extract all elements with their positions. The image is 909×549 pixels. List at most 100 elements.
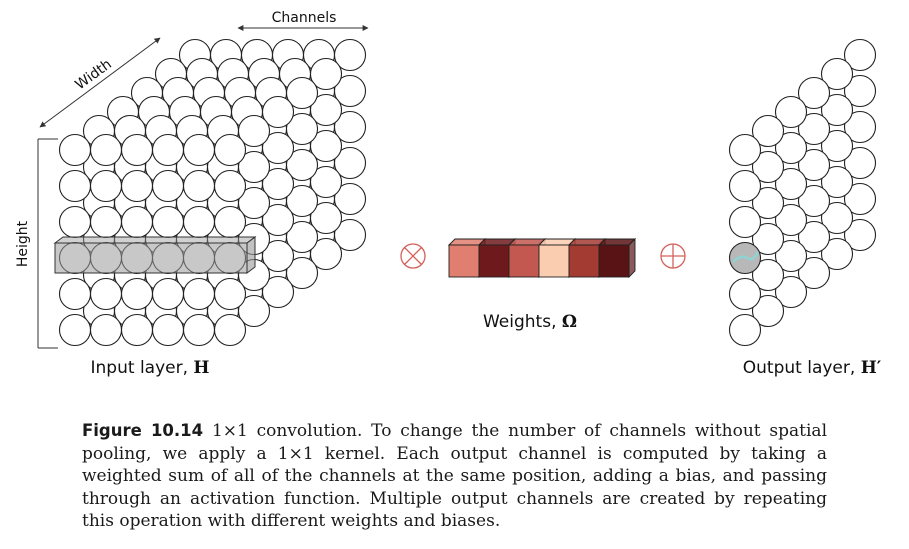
input-neuron bbox=[285, 148, 319, 182]
input-neuron bbox=[333, 218, 367, 252]
weights-kernel bbox=[447, 237, 637, 279]
input-neuron bbox=[285, 256, 319, 290]
input-neuron bbox=[237, 114, 271, 148]
input-neuron bbox=[120, 205, 154, 239]
input-neuron bbox=[309, 57, 343, 91]
output-neuron bbox=[774, 131, 808, 165]
output-neuron bbox=[797, 256, 831, 290]
input-neuron bbox=[58, 133, 92, 167]
input-neuron bbox=[89, 133, 123, 167]
input-neuron bbox=[285, 220, 319, 254]
width-arrow bbox=[39, 37, 161, 128]
input-neuron bbox=[261, 167, 295, 201]
output-neuron bbox=[820, 93, 854, 127]
output-neuron bbox=[728, 169, 762, 203]
output-neuron bbox=[797, 184, 831, 218]
input-highlight-top bbox=[53, 236, 257, 244]
output-neuron bbox=[843, 110, 877, 144]
input-neuron bbox=[151, 169, 185, 203]
output-neuron bbox=[774, 95, 808, 129]
output-neuron bbox=[751, 150, 785, 184]
output-neuron bbox=[728, 313, 762, 347]
input-neuron bbox=[309, 201, 343, 235]
input-neuron bbox=[261, 239, 295, 273]
input-neuron bbox=[309, 129, 343, 163]
output-neuron bbox=[820, 237, 854, 271]
input-neuron bbox=[213, 133, 247, 167]
output-neuron bbox=[843, 218, 877, 252]
input-layer-volume bbox=[58, 38, 367, 347]
input-neuron bbox=[261, 131, 295, 165]
input-highlight-side bbox=[246, 236, 256, 274]
output-neuron bbox=[820, 165, 854, 199]
input-neuron bbox=[120, 169, 154, 203]
input-neuron bbox=[89, 205, 123, 239]
input-neuron bbox=[285, 112, 319, 146]
weight-cell bbox=[597, 237, 637, 279]
output-neuron bbox=[751, 222, 785, 256]
input-neuron bbox=[89, 313, 123, 347]
input-neuron bbox=[120, 277, 154, 311]
output-neuron bbox=[797, 148, 831, 182]
input-neuron bbox=[58, 277, 92, 311]
add-operator bbox=[660, 243, 686, 269]
figure-number: Figure 10.14 bbox=[82, 421, 204, 440]
input-neuron bbox=[151, 133, 185, 167]
input-neuron bbox=[309, 165, 343, 199]
output-neuron bbox=[820, 201, 854, 235]
input-neuron bbox=[89, 277, 123, 311]
output-neuron bbox=[751, 258, 785, 292]
input-neuron bbox=[151, 313, 185, 347]
input-neuron bbox=[151, 277, 185, 311]
input-neuron bbox=[333, 74, 367, 108]
output-neuron bbox=[820, 57, 854, 91]
input-neuron bbox=[58, 313, 92, 347]
input-neuron bbox=[237, 150, 271, 184]
input-neuron bbox=[333, 38, 367, 72]
output-neuron bbox=[728, 205, 762, 239]
input-neuron bbox=[58, 169, 92, 203]
input-neuron bbox=[213, 205, 247, 239]
output-neuron bbox=[751, 114, 785, 148]
output-neuron bbox=[797, 220, 831, 254]
output-neuron-highlighted bbox=[728, 241, 762, 275]
input-neuron bbox=[58, 205, 92, 239]
input-neuron bbox=[333, 182, 367, 216]
input-neuron bbox=[182, 133, 216, 167]
input-neuron bbox=[261, 275, 295, 309]
output-neuron bbox=[843, 74, 877, 108]
input-highlight-column bbox=[54, 242, 248, 274]
output-neuron bbox=[728, 277, 762, 311]
output-layer-volume bbox=[728, 38, 877, 347]
input-neuron bbox=[213, 313, 247, 347]
input-neuron bbox=[182, 205, 216, 239]
output-neuron bbox=[797, 76, 831, 110]
input-neuron bbox=[261, 203, 295, 237]
output-neuron bbox=[728, 133, 762, 167]
caption-text: 1×1 convolution. To change the number of… bbox=[82, 421, 828, 531]
convolution-diagram: Channels Width Height Weights, Ω Input l… bbox=[15, 10, 882, 378]
output-neuron bbox=[820, 129, 854, 163]
input-neuron bbox=[333, 146, 367, 180]
input-neuron bbox=[182, 169, 216, 203]
output-neuron bbox=[774, 275, 808, 309]
multiply-operator bbox=[400, 243, 426, 269]
output-neuron bbox=[774, 203, 808, 237]
input-neuron bbox=[309, 93, 343, 127]
output-neuron bbox=[843, 38, 877, 72]
output-neuron bbox=[774, 239, 808, 273]
input-neuron bbox=[182, 277, 216, 311]
output-neuron bbox=[774, 167, 808, 201]
height-label: Height bbox=[15, 220, 31, 267]
input-neuron bbox=[182, 313, 216, 347]
input-neuron bbox=[285, 76, 319, 110]
output-neuron bbox=[751, 186, 785, 220]
output-neuron bbox=[843, 182, 877, 216]
input-layer-label: Input layer, H bbox=[91, 358, 210, 378]
input-neuron bbox=[309, 237, 343, 271]
input-neuron bbox=[237, 294, 271, 328]
output-neuron bbox=[797, 112, 831, 146]
output-neuron bbox=[751, 294, 785, 328]
input-neuron bbox=[285, 184, 319, 218]
figure-caption: Figure 10.14 1×1 convolution. To change … bbox=[82, 420, 827, 533]
